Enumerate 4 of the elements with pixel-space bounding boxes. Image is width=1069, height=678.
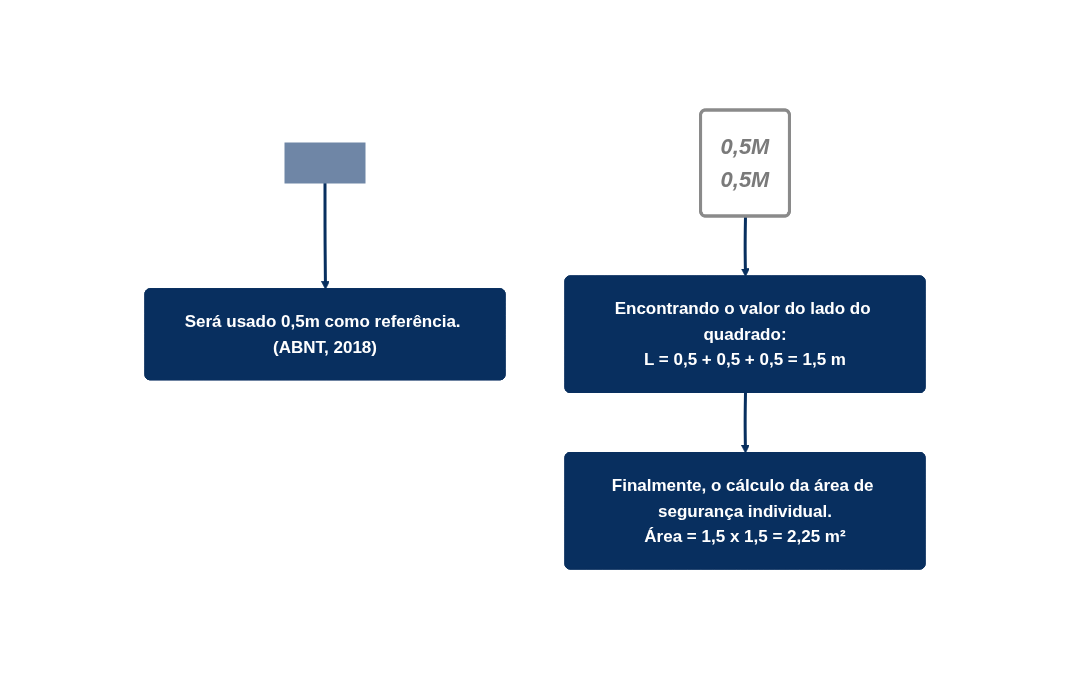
- arrow: [740, 392, 750, 453]
- arrow: [320, 182, 330, 290]
- node-bar: [284, 142, 365, 183]
- arrow: [740, 215, 750, 277]
